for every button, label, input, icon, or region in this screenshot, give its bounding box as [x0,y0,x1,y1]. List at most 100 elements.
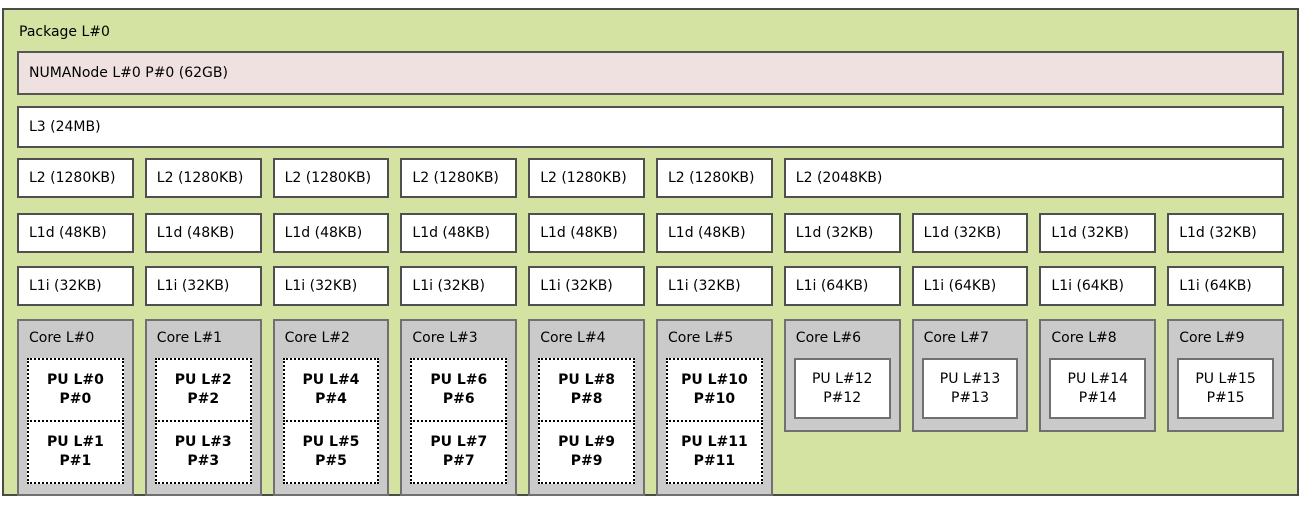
l1d-cache-row: L1d (48KB) L1d (48KB) L1d (48KB) L1d (48… [17,213,1284,253]
pu-box: PU L#3 P#3 [154,420,252,484]
pu-box: PU L#10 P#10 [666,358,763,422]
pu-box: PU L#14 P#14 [1049,358,1147,419]
pu-physical-label: P#14 [1078,389,1117,406]
pu-logical-label: PU L#5 [302,434,360,450]
l1i-cache-label: L1i (32KB) [29,278,102,294]
l1d-cache-box: L1d (48KB) [272,213,390,253]
core-box-6: Core L#6 PU L#12 P#12 [783,319,901,432]
l1i-cache-label: L1i (64KB) [1051,278,1124,294]
l1d-cache-box: L1d (32KB) [783,213,901,253]
l1i-cache-box: L1i (32KB) [656,266,773,306]
l2-cache-row: L2 (1280KB) L2 (1280KB) L2 (1280KB) L2 (… [17,158,1284,198]
l2-cache-label: L2 (1280KB) [668,170,755,186]
pu-box: PU L#4 P#4 [282,358,380,422]
core-label: Core L#7 [923,330,989,346]
core-label: Core L#4 [540,330,606,346]
l3-cache-label: L3 (24MB) [29,119,101,135]
l2-cache-label: L2 (1280KB) [540,170,627,186]
pu-logical-label: PU L#14 [1067,370,1129,387]
pu-logical-label: PU L#15 [1195,370,1256,387]
core-box-0: Core L#0 PU L#0 P#0 PU L#1 P#1 [17,319,134,496]
l1d-cache-label: L1d (48KB) [668,225,746,241]
pu-physical-label: P#6 [442,391,475,407]
pu-logical-label: PU L#7 [430,434,488,450]
pu-logical-label: PU L#12 [811,370,873,387]
pu-box: PU L#0 P#0 [27,358,124,422]
l2-cache-box: L2 (1280KB) [400,158,518,198]
pu-physical-label: P#3 [187,453,220,469]
l1i-cache-label: L1i (64KB) [923,278,997,294]
l1d-cache-box: L1d (48KB) [144,213,262,253]
l2-shared-cache-box: L2 (2048KB) [783,158,1284,198]
l1d-cache-box: L1d (48KB) [400,213,518,253]
core-box-3: Core L#3 PU L#6 P#6 PU L#7 P#7 [400,319,518,496]
pu-box: PU L#15 P#15 [1177,358,1274,419]
l1i-cache-box: L1i (32KB) [528,266,645,306]
pu-box: PU L#2 P#2 [154,358,252,422]
l2-cache-box: L2 (1280KB) [272,158,390,198]
core-box-5: Core L#5 PU L#10 P#10 PU L#11 P#11 [656,319,773,496]
pu-logical-label: PU L#9 [558,434,616,450]
l1i-cache-label: L1i (32KB) [156,278,230,294]
l1d-cache-label: L1d (32KB) [1179,225,1257,241]
l2-cache-label: L2 (1280KB) [284,170,372,186]
l1d-cache-box: L1d (32KB) [911,213,1029,253]
l1d-cache-label: L1d (32KB) [795,225,874,241]
pu-physical-label: P#7 [442,453,475,469]
l1i-cache-label: L1i (32KB) [668,278,741,294]
l2-cache-box: L2 (1280KB) [656,158,773,198]
pu-box: PU L#11 P#11 [666,420,763,484]
pu-box: PU L#13 P#13 [921,358,1019,419]
l1i-cache-box: L1i (64KB) [1167,266,1284,306]
pu-logical-label: PU L#8 [558,372,616,388]
pu-physical-label: P#9 [570,453,603,469]
l1d-cache-label: L1d (48KB) [540,225,618,241]
l2-cache-box: L2 (1280KB) [17,158,134,198]
l2-cache-label: L2 (1280KB) [29,170,116,186]
core-label: Core L#5 [668,330,734,346]
l1d-cache-label: L1d (48KB) [156,225,235,241]
core-label: Core L#8 [1051,330,1117,346]
pu-box: PU L#1 P#1 [27,420,124,484]
pu-box: PU L#7 P#7 [410,420,508,484]
core-label: Core L#3 [412,330,478,346]
l2-cache-label: L2 (2048KB) [795,170,883,186]
l1i-cache-label: L1i (64KB) [1179,278,1252,294]
pu-physical-label: P#10 [693,391,736,407]
pu-physical-label: P#0 [59,391,92,407]
core-label: Core L#6 [795,330,862,346]
core-box-8: Core L#8 PU L#14 P#14 [1039,319,1157,432]
l2-cache-box: L2 (1280KB) [144,158,262,198]
l1i-cache-label: L1i (32KB) [412,278,485,294]
pu-physical-label: P#1 [59,453,92,469]
l2-cache-label: L2 (1280KB) [412,170,499,186]
l1d-cache-label: L1d (48KB) [412,225,490,241]
numanode-label: NUMANode L#0 P#0 (62GB) [29,65,228,81]
l2-cache-box: L2 (1280KB) [528,158,645,198]
core-row: Core L#0 PU L#0 P#0 PU L#1 P#1 Core L#1 … [17,319,1284,496]
core-box-9: Core L#9 PU L#15 P#15 [1167,319,1284,432]
pu-physical-label: P#8 [570,391,603,407]
pu-logical-label: PU L#11 [681,434,748,450]
core-label: Core L#9 [1179,330,1245,346]
pu-box: PU L#5 P#5 [282,420,380,484]
l1i-cache-box: L1i (32KB) [17,266,134,306]
l3-cache-box: L3 (24MB) [17,106,1284,148]
l1i-cache-box: L1i (32KB) [400,266,518,306]
pu-physical-label: P#5 [315,453,347,469]
l1d-cache-box: L1d (48KB) [17,213,134,253]
pu-physical-label: P#2 [187,391,220,407]
l1i-cache-box: L1i (32KB) [272,266,390,306]
package-label: Package L#0 [19,24,110,40]
pu-logical-label: PU L#13 [939,370,1001,387]
l1d-cache-label: L1d (32KB) [1051,225,1129,241]
l2-cache-label: L2 (1280KB) [156,170,244,186]
pu-physical-label: P#12 [823,389,862,406]
pu-logical-label: PU L#3 [174,434,232,450]
pu-physical-label: P#11 [693,453,736,469]
core-box-1: Core L#1 PU L#2 P#2 PU L#3 P#3 [144,319,262,496]
pu-logical-label: PU L#10 [681,372,748,388]
pu-logical-label: PU L#1 [46,434,104,450]
l1i-cache-box: L1i (32KB) [144,266,262,306]
core-box-4: Core L#4 PU L#8 P#8 PU L#9 P#9 [528,319,645,496]
